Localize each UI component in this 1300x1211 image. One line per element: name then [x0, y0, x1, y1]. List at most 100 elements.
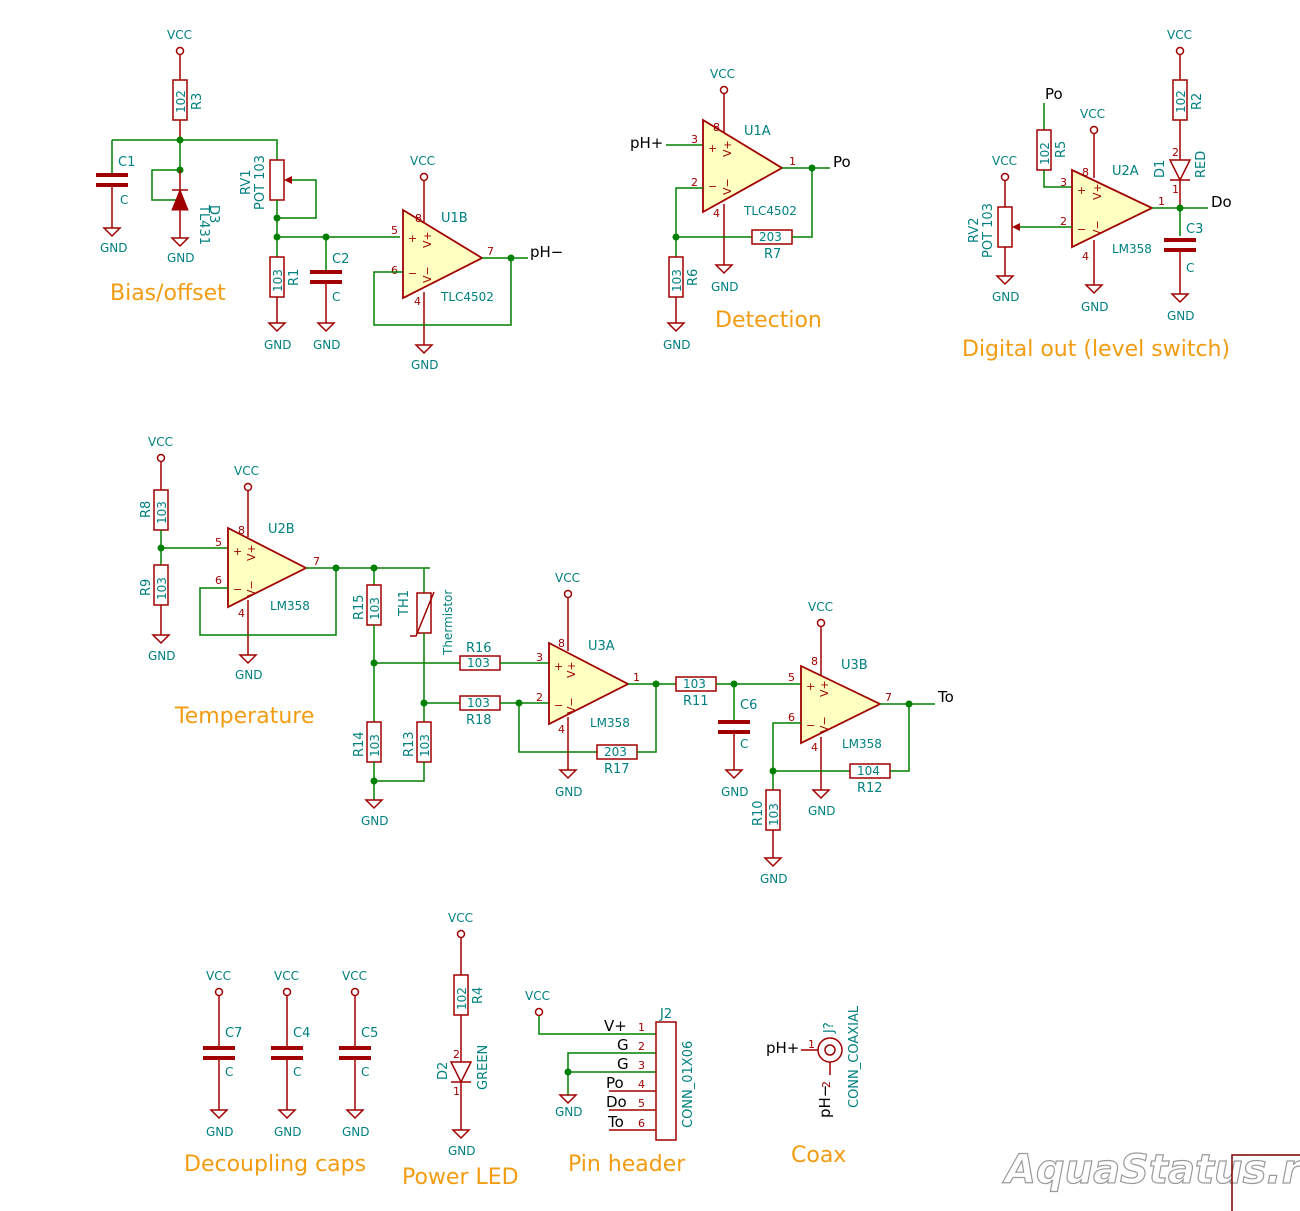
svg-text:203: 203 — [759, 230, 782, 244]
junction — [808, 164, 816, 172]
svg-text:R2: R2 — [1190, 93, 1205, 110]
svg-text:POT 103: POT 103 — [253, 155, 268, 210]
svg-text:U3A: U3A — [588, 639, 615, 654]
svg-text:4: 4 — [713, 207, 720, 220]
capacitor-c2: C2 C — [310, 252, 349, 304]
svg-text:102: 102 — [1174, 90, 1188, 113]
svg-text:GND: GND — [555, 785, 583, 799]
svg-text:GND: GND — [361, 814, 389, 828]
svg-text:R18: R18 — [466, 713, 492, 728]
resistor-r13: 103 R13 — [402, 721, 432, 763]
junction — [652, 680, 660, 688]
svg-text:U1B: U1B — [441, 211, 468, 226]
svg-text:VCC: VCC — [1080, 107, 1105, 121]
svg-text:C2: C2 — [332, 252, 349, 267]
svg-text:4: 4 — [638, 1078, 645, 1091]
svg-text:+: + — [408, 232, 417, 245]
section-coax: pH+ 1 2 J? CONN_COAXIAL pH− Coax — [766, 1005, 862, 1168]
svg-text:R15: R15 — [352, 594, 367, 620]
svg-text:1: 1 — [789, 155, 796, 168]
resistor-r10: 103 R10 — [751, 789, 781, 831]
vcc-symbol: VCC — [167, 28, 192, 80]
svg-text:7: 7 — [885, 691, 892, 704]
svg-text:GND: GND — [100, 241, 128, 255]
section-pin-header: VCC GND J2 CONN_01X06 V+ 1 G 2 G 3 — [525, 989, 696, 1177]
svg-text:R9: R9 — [139, 579, 154, 596]
svg-text:1: 1 — [1158, 195, 1165, 208]
svg-text:Thermistor: Thermistor — [441, 590, 455, 656]
svg-text:RV1: RV1 — [239, 170, 254, 196]
svg-text:C: C — [293, 1065, 301, 1079]
svg-text:1: 1 — [1172, 183, 1179, 196]
svg-text:GND: GND — [235, 668, 263, 682]
resistor-r14: 103 R14 — [352, 721, 382, 763]
svg-text:GND: GND — [206, 1125, 234, 1139]
svg-text:6: 6 — [638, 1117, 645, 1130]
svg-text:2: 2 — [1060, 215, 1067, 228]
svg-text:C4: C4 — [293, 1026, 310, 1041]
svg-text:104: 104 — [857, 764, 880, 778]
junction — [332, 564, 340, 572]
svg-text:C7: C7 — [225, 1026, 242, 1041]
watermark: AquaStatus.ru — [1001, 1146, 1300, 1211]
svg-text:R13: R13 — [402, 731, 417, 757]
resistor-r12: 104 R12 — [849, 763, 891, 796]
potentiometer-rv2: RV2 POT 103 — [967, 203, 1020, 258]
section-title-power-led: Power LED — [402, 1165, 519, 1190]
svg-text:8: 8 — [811, 655, 818, 668]
header-j2: J2 CONN_01X06 V+ 1 G 2 G 3 Po 4 Do 5 — [604, 1007, 696, 1141]
svg-text:6: 6 — [391, 264, 398, 277]
svg-text:103: 103 — [670, 269, 684, 292]
svg-text:RV2: RV2 — [967, 218, 982, 244]
svg-text:U2A: U2A — [1112, 164, 1139, 179]
gnd-symbol: GND — [313, 322, 341, 352]
svg-text:V+: V+ — [421, 231, 434, 248]
svg-text:R7: R7 — [764, 247, 781, 262]
net-label-to: To — [937, 688, 954, 706]
resistor-r9: 103 R9 — [139, 564, 169, 606]
section-title-pin-header: Pin header — [568, 1152, 686, 1177]
coax-connector: 1 2 J? CONN_COAXIAL — [808, 1005, 862, 1108]
opamp-u3b: VCC U3B LM358 8 4 5 6 7 + − V+ V− GND — [788, 600, 892, 818]
svg-text:VCC: VCC — [808, 600, 833, 614]
gnd-symbol: GND — [264, 322, 292, 352]
svg-text:VCC: VCC — [710, 67, 735, 81]
resistor-r5: 102 R5 — [1036, 129, 1069, 171]
svg-text:GND: GND — [148, 649, 176, 663]
svg-text:LM358: LM358 — [1112, 242, 1152, 256]
svg-text:V−: V− — [818, 716, 831, 733]
svg-text:GND: GND — [1167, 309, 1195, 323]
gnd-symbol — [558, 1094, 578, 1105]
svg-text:U3B: U3B — [841, 658, 868, 673]
svg-text:GREEN: GREEN — [476, 1045, 491, 1090]
svg-text:GND: GND — [760, 872, 788, 886]
svg-text:Po: Po — [606, 1074, 624, 1092]
opamp-u1b: VCC U1B TLC4502 8 4 5 6 7 + − V+ V− GND — [391, 154, 494, 372]
section-digital: Po 102 R5 VCC U2A LM358 8 4 3 2 1 + − V+… — [962, 28, 1232, 362]
resistor-r17: 203 R17 — [596, 744, 638, 777]
header-pin: Do 5 — [606, 1093, 645, 1111]
opamp-u1a: VCC U1A TLC4502 8 4 3 2 1 + − V+ V− GND — [691, 67, 797, 294]
section-title-detection: Detection — [715, 308, 822, 333]
svg-text:V−: V− — [245, 580, 258, 597]
gnd-symbol — [995, 275, 1015, 286]
capacitor-c1: C1 C — [96, 155, 135, 207]
junction — [905, 700, 913, 708]
svg-text:3: 3 — [536, 651, 543, 664]
resistor-r16: 103 R16 — [459, 641, 501, 671]
svg-text:2: 2 — [638, 1040, 645, 1053]
svg-text:GND: GND — [721, 785, 749, 799]
svg-text:6: 6 — [788, 711, 795, 724]
header-pin: G 2 — [617, 1036, 645, 1054]
svg-text:−: − — [233, 583, 242, 596]
junction — [507, 254, 515, 262]
header-pin: V+ 1 — [604, 1017, 645, 1035]
svg-text:GND: GND — [1081, 300, 1109, 314]
net-label-ph-plus: pH+ — [630, 134, 663, 152]
led-d1: D1 RED 2 1 — [1153, 146, 1209, 196]
svg-text:103: 103 — [683, 677, 706, 691]
svg-text:5: 5 — [638, 1097, 645, 1110]
thermistor-th1: TH1 Thermistor — [397, 590, 455, 656]
svg-text:GND: GND — [313, 338, 341, 352]
